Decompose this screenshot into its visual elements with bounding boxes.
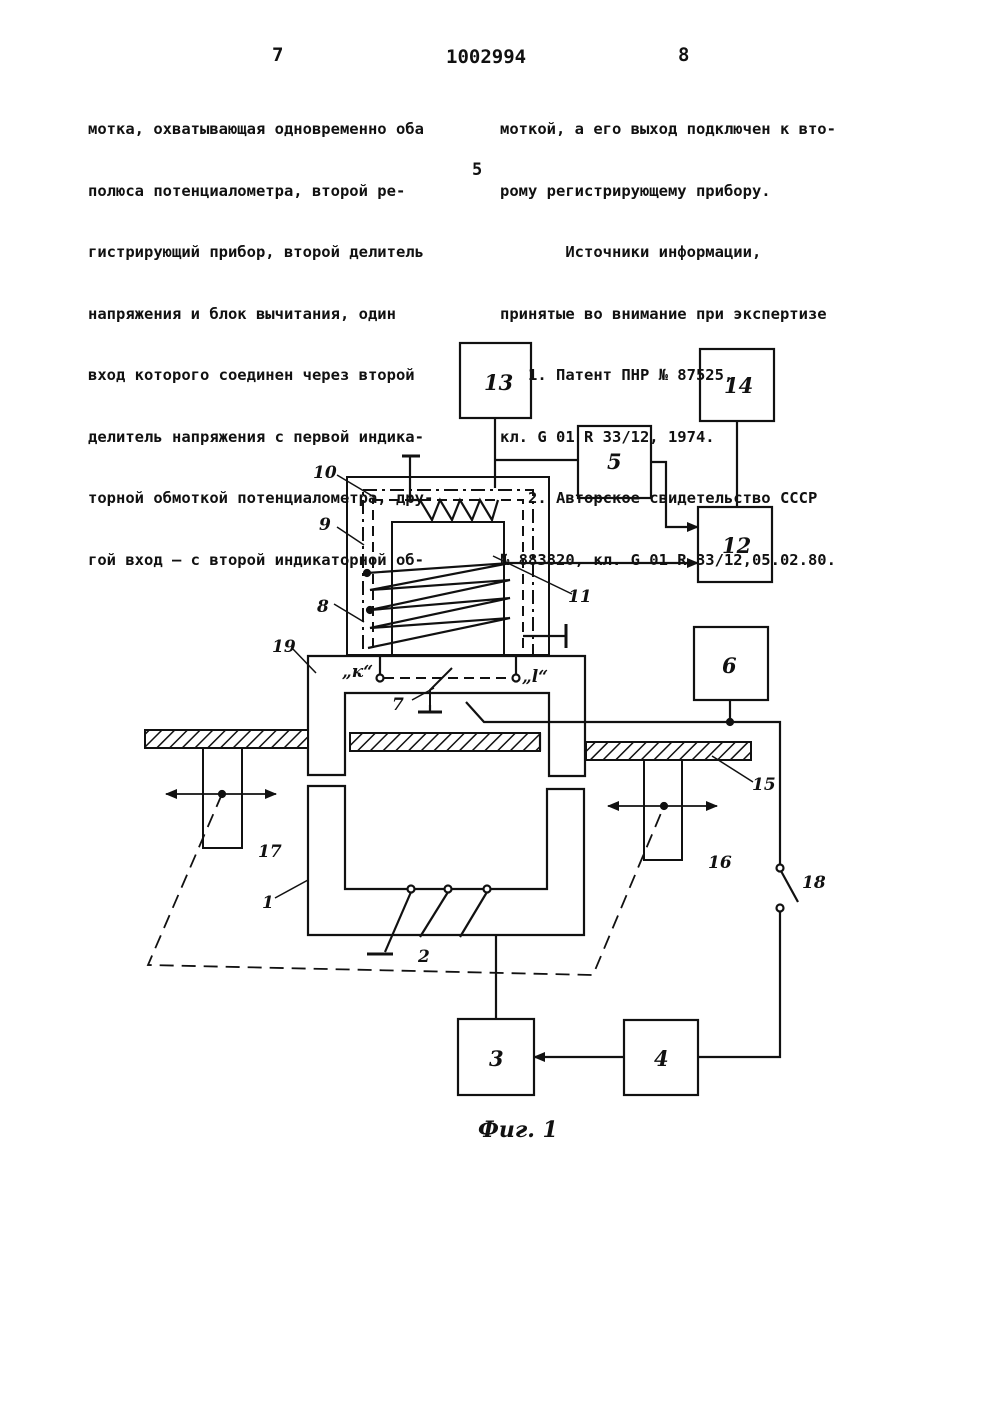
- label-2: 2: [417, 947, 430, 967]
- label-pole-l: „l“: [522, 667, 548, 687]
- label-15: 15: [752, 775, 776, 795]
- label-18: 18: [802, 873, 826, 893]
- label-11: 11: [568, 587, 592, 607]
- label-10: 10: [313, 463, 337, 483]
- label-pole-k: „к“: [342, 662, 373, 682]
- label-1: 1: [262, 893, 274, 913]
- label-7: 7: [392, 695, 404, 715]
- figure-caption: Фиг. 1: [478, 1117, 558, 1143]
- winding-10: [373, 500, 523, 656]
- probe-16: [644, 760, 682, 860]
- label-19: 19: [272, 637, 296, 657]
- magnet-1: [308, 786, 584, 935]
- label-block-14: 14: [724, 373, 753, 398]
- label-9: 9: [319, 515, 331, 535]
- label-block-12: 12: [722, 533, 751, 558]
- label-17: 17: [258, 842, 282, 862]
- inner-core: [392, 522, 504, 656]
- label-16: 16: [708, 853, 732, 873]
- label-block-4: 4: [654, 1046, 669, 1071]
- label-block-5: 5: [607, 449, 622, 474]
- label-block-13: 13: [484, 370, 513, 395]
- label-8: 8: [316, 597, 329, 617]
- label-block-3: 3: [489, 1046, 504, 1071]
- label-block-6: 6: [722, 653, 737, 678]
